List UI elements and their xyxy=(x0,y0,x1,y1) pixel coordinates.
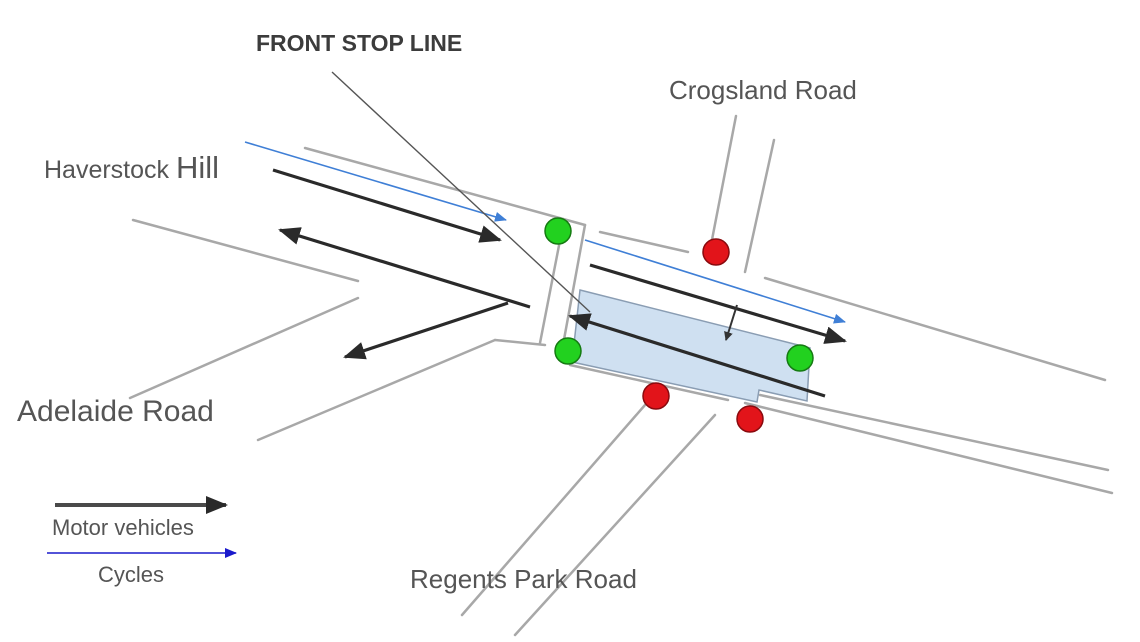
crogsland-road-edge-west xyxy=(708,114,738,252)
east-arm-edge-south-lower xyxy=(743,401,1114,495)
mv-arrow-westbound xyxy=(568,313,826,398)
haverstock-hill-edge-north xyxy=(303,146,587,227)
regents-park-road-edge-west xyxy=(460,403,647,617)
legend: Motor vehicles Cycles xyxy=(47,496,237,587)
crogsland-road-edge-east xyxy=(743,138,776,274)
east-arm-edge-north xyxy=(763,276,1107,382)
haverstock-hill-label-part1: Haverstock xyxy=(44,156,176,184)
signal-green-east xyxy=(786,344,814,372)
mv-arrow-haverstock-inbound xyxy=(272,168,502,243)
adelaide-corner-edge xyxy=(493,338,547,347)
road-edges xyxy=(128,114,1114,637)
mv-arrow-adelaide-outbound xyxy=(343,301,509,360)
front-stop-line-label: FRONT STOP LINE xyxy=(256,30,462,56)
legend-motor-vehicles-label: Motor vehicles xyxy=(52,515,194,540)
crogsland-road-label: Crogsland Road xyxy=(669,75,857,105)
adelaide-road-edge-north xyxy=(128,296,360,400)
signal-red-regents-east xyxy=(736,405,764,433)
legend-cycles-label: Cycles xyxy=(98,562,164,587)
mv-arrow-eastbound xyxy=(589,263,847,344)
regents-park-road-edge-east xyxy=(513,413,717,637)
cycle-arrow-haverstock xyxy=(244,141,507,222)
haverstock-hill-label-part2: Hill xyxy=(176,150,219,185)
adelaide-road-label: Adelaide Road xyxy=(17,395,214,428)
advanced-stop-box xyxy=(571,289,811,403)
motor-vehicle-arrows xyxy=(272,168,847,398)
signal-red-regents-west xyxy=(642,382,670,410)
regents-park-road-label: Regents Park Road xyxy=(410,564,637,594)
signal-green-adelaide xyxy=(554,337,582,365)
adelaide-road-edge-south xyxy=(256,338,497,442)
haverstock-hill-label: Haverstock Hill xyxy=(44,150,219,185)
front-stop-line-pointer xyxy=(331,71,591,313)
mv-arrow-crogsland-turn xyxy=(724,304,738,341)
mv-arrow-haverstock-outbound xyxy=(278,227,531,309)
signal-green-haverstock xyxy=(544,217,572,245)
north-edge-middle xyxy=(598,230,690,254)
haverstock-hill-edge-south xyxy=(131,218,360,283)
cycle-arrows xyxy=(244,141,846,324)
south-edge-middle xyxy=(568,363,730,402)
stop-island-edge-right xyxy=(561,223,587,347)
cycle-arrow-eastbound xyxy=(584,239,846,324)
signal-red-crogsland xyxy=(702,238,730,266)
traffic-signals xyxy=(544,217,814,433)
east-arm-edge-south-upper xyxy=(758,393,1110,472)
